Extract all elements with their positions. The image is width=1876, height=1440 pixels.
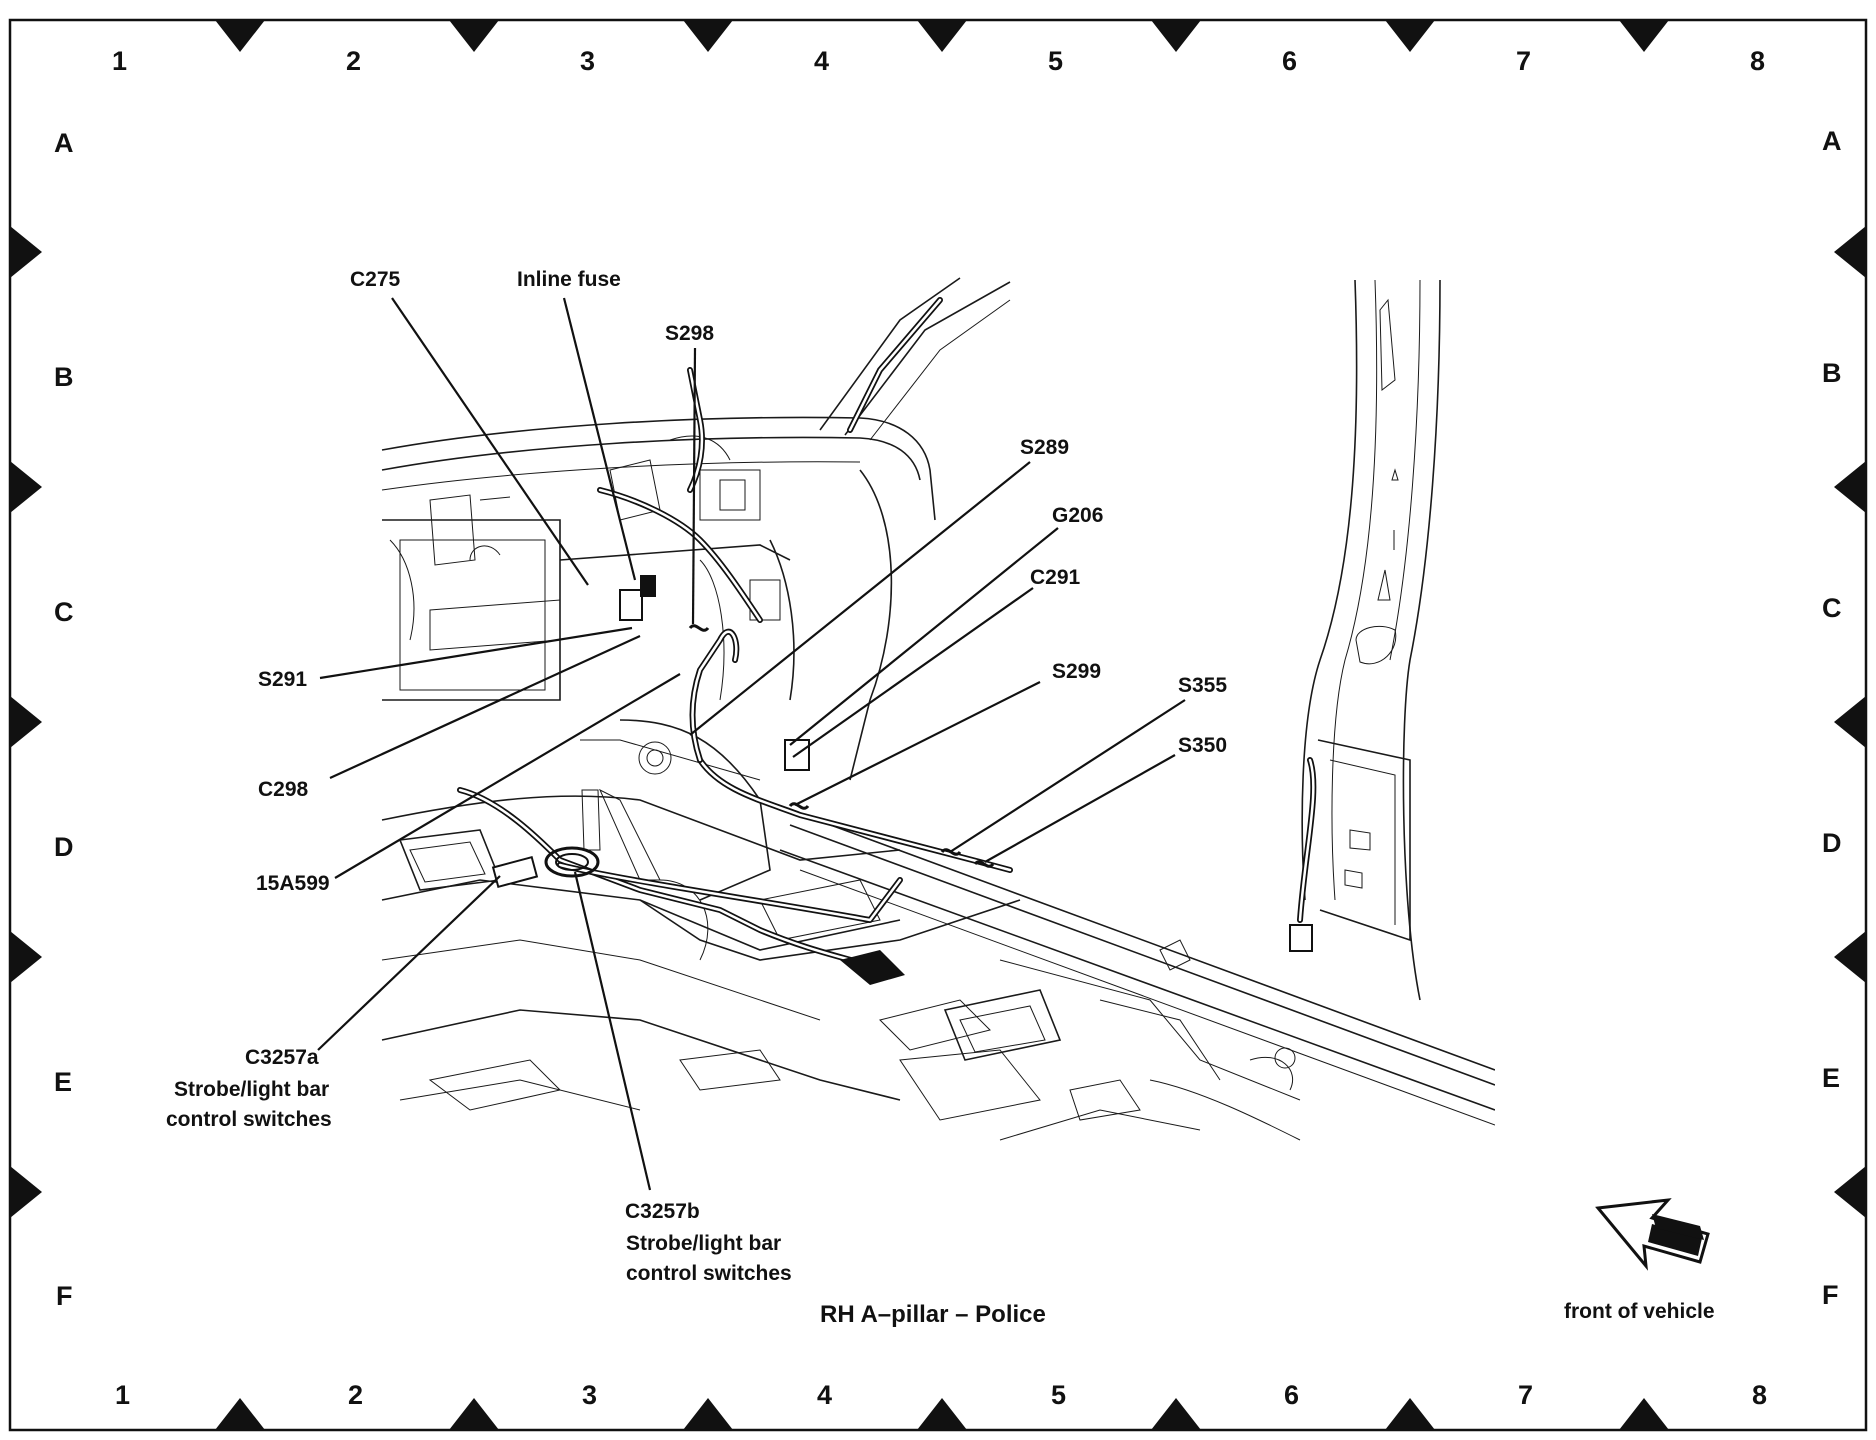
- grid-col-bottom: 8: [1752, 1380, 1767, 1410]
- grid-notch-marker: [10, 461, 42, 513]
- grid-notch-marker: [10, 226, 42, 278]
- grid-col-top: 2: [346, 46, 361, 76]
- grid-notch-marker: [449, 1398, 499, 1430]
- grid-row-right: C: [1822, 593, 1842, 623]
- grid-row-left: A: [54, 128, 74, 158]
- grid-row-left: C: [54, 597, 74, 627]
- grid-row-right: A: [1822, 126, 1842, 156]
- grid-notch-marker: [1834, 696, 1866, 748]
- label-c275: C275: [350, 268, 401, 291]
- grid-row-right: E: [1822, 1063, 1840, 1093]
- label-s299: S299: [1052, 660, 1101, 683]
- grid-notch-marker: [1619, 20, 1669, 52]
- grid-col-bottom: 7: [1518, 1380, 1533, 1410]
- grid-col-top: 7: [1516, 46, 1531, 76]
- leader-s298: [691, 347, 697, 625]
- leader-c3257a: [317, 875, 501, 1051]
- grid-notches: [10, 20, 1866, 1430]
- leader-inline-fuse: [562, 297, 637, 581]
- label-15a599: 15A599: [256, 872, 330, 895]
- grid-col-top: 8: [1750, 46, 1765, 76]
- grid-notch-marker: [215, 1398, 265, 1430]
- grid-notch-marker: [10, 696, 42, 748]
- grid-col-top: 4: [814, 46, 829, 76]
- diagram-frame: [8, 18, 1868, 1432]
- grid-row-right: D: [1822, 828, 1842, 858]
- label-c298: C298: [258, 778, 309, 801]
- grid-notch-marker: [215, 20, 265, 52]
- grid-row-left: F: [56, 1281, 73, 1311]
- grid-columns-bottom: 1 2 3 4 5 6 7 8: [115, 1380, 1767, 1410]
- leader-g206: [789, 527, 1059, 746]
- front-arrow-icon: [1595, 1198, 1710, 1271]
- grid-columns-top: 1 2 3 4 5 6 7 8: [112, 46, 1765, 76]
- leader-s355: [949, 699, 1186, 853]
- label-inline-fuse: Inline fuse: [517, 268, 621, 291]
- grid-row-left: D: [54, 832, 74, 862]
- label-c3257b: C3257b: [625, 1200, 700, 1223]
- leader-c275: [391, 297, 589, 586]
- grid-col-top: 1: [112, 46, 127, 76]
- grid-col-top: 5: [1048, 46, 1063, 76]
- grid-notch-marker: [1385, 20, 1435, 52]
- grid-col-bottom: 1: [115, 1380, 130, 1410]
- grid-notch-marker: [1151, 1398, 1201, 1430]
- label-g206: G206: [1052, 504, 1103, 527]
- label-c3257b-desc-1: Strobe/light bar: [626, 1232, 781, 1255]
- leader-15a599: [334, 673, 681, 879]
- grid-col-bottom: 3: [582, 1380, 597, 1410]
- grid-notch-marker: [449, 20, 499, 52]
- label-s289: S289: [1020, 436, 1069, 459]
- grid-notch-marker: [917, 20, 967, 52]
- label-c3257a: C3257a: [245, 1046, 319, 1069]
- grid-col-bottom: 6: [1284, 1380, 1299, 1410]
- label-c3257a-desc-1: Strobe/light bar: [174, 1078, 329, 1101]
- grid-rows-right: A B C D E F: [1822, 126, 1842, 1310]
- vehicle-body-illustration: [381, 277, 1495, 1141]
- label-s355: S355: [1178, 674, 1227, 697]
- grid-row-right: F: [1822, 1280, 1839, 1310]
- grid-col-top: 6: [1282, 46, 1297, 76]
- grid-col-top: 3: [580, 46, 595, 76]
- leader-s299: [794, 681, 1041, 806]
- grid-notch-marker: [1619, 1398, 1669, 1430]
- label-c3257a-desc-2: control switches: [166, 1108, 332, 1131]
- grid-notch-marker: [10, 1166, 42, 1218]
- label-c291: C291: [1030, 566, 1081, 589]
- grid-notch-marker: [1834, 1166, 1866, 1218]
- leader-c3257b: [573, 871, 652, 1191]
- leader-c298: [329, 634, 641, 780]
- grid-notch-marker: [1834, 931, 1866, 983]
- grid-notch-marker: [1385, 1398, 1435, 1430]
- grid-col-bottom: 2: [348, 1380, 363, 1410]
- grid-notch-marker: [683, 1398, 733, 1430]
- grid-notch-marker: [1834, 461, 1866, 513]
- leader-c291: [792, 587, 1034, 758]
- label-c3257b-desc-2: control switches: [626, 1262, 792, 1285]
- leader-lines: [317, 297, 1186, 1191]
- grid-rows-left: A B C D E F: [54, 128, 74, 1311]
- front-of-vehicle-label: front of vehicle: [1564, 1300, 1715, 1323]
- grid-notch-marker: [917, 1398, 967, 1430]
- grid-notch-marker: [1151, 20, 1201, 52]
- callout-labels: C275 Inline fuse S298 S289 G206 C291 S29…: [166, 268, 1227, 1285]
- label-s350: S350: [1178, 734, 1227, 757]
- leader-s291: [319, 626, 633, 680]
- grid-row-left: B: [54, 362, 74, 392]
- diagram-title: RH A–pillar – Police: [820, 1301, 1046, 1328]
- leader-s289: [689, 461, 1031, 736]
- label-s291: S291: [258, 668, 307, 691]
- grid-notch-marker: [683, 20, 733, 52]
- grid-notch-marker: [1834, 226, 1866, 278]
- grid-col-bottom: 4: [817, 1380, 832, 1410]
- grid-row-left: E: [54, 1067, 72, 1097]
- label-s298: S298: [665, 322, 714, 345]
- leader-s350: [984, 754, 1176, 863]
- grid-notch-marker: [10, 931, 42, 983]
- grid-row-right: B: [1822, 358, 1842, 388]
- grid-col-bottom: 5: [1051, 1380, 1066, 1410]
